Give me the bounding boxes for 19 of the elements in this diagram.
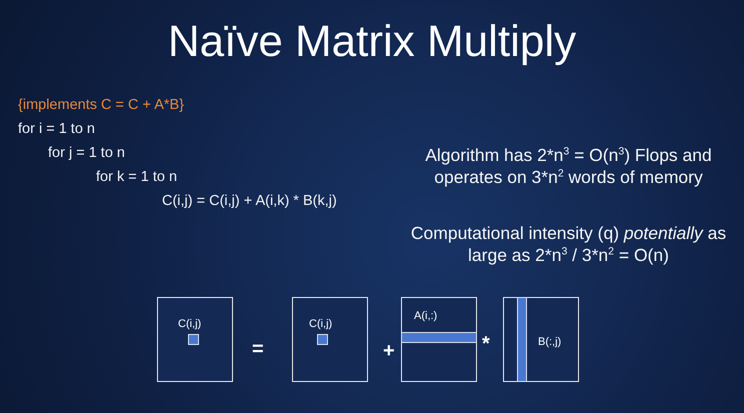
matrix-box xyxy=(401,297,477,382)
matrix-label: B(:,j) xyxy=(538,336,562,349)
matrix-label: C(i,j) xyxy=(309,318,332,331)
matrix-label: C(i,j) xyxy=(178,318,202,331)
code-comment: {implements C = C + A*B} xyxy=(18,96,184,114)
code-line: for k = 1 to n xyxy=(96,168,178,186)
matrix-box xyxy=(157,297,233,382)
operator-symbol: + xyxy=(383,340,395,362)
operator-symbol: * xyxy=(482,333,490,355)
matrix-box xyxy=(292,297,368,382)
code-line: C(i,j) = C(i,j) + A(i,k) * B(k,j) xyxy=(162,192,337,210)
code-line: for i = 1 to n xyxy=(18,120,95,138)
code-line: for j = 1 to n xyxy=(48,144,125,162)
note-text: Computational intensity (q) potentially as large as 2*n$^{3}$ / 3*n$^{2}$ = O(n) xyxy=(410,222,728,266)
note-text: Algorithm has 2*n$^{3}$ = O(n$^{3}$) Flops and operates on 3*n$^{2}$ words of memory xyxy=(424,144,713,188)
matrix-box xyxy=(503,297,579,382)
matrix-label: A(i,:) xyxy=(414,310,438,323)
slide-title: Naïve Matrix Multiply xyxy=(166,16,578,68)
operator-symbol: = xyxy=(252,338,264,360)
